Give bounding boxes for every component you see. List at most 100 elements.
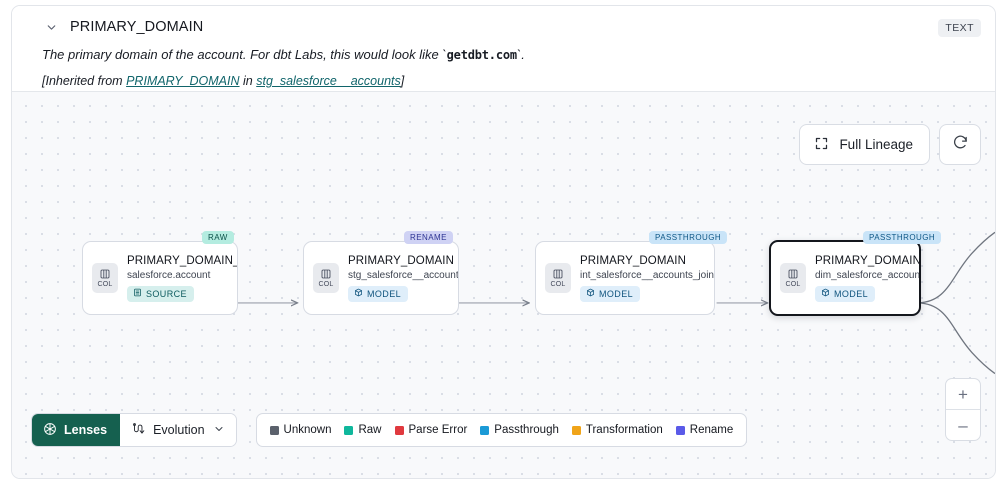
legend-item: Passthrough xyxy=(480,424,559,436)
column-icon-label: COL xyxy=(785,281,801,288)
column-icon: COL xyxy=(313,263,339,293)
full-lineage-button[interactable]: Full Lineage xyxy=(799,124,930,165)
node-kind-label: MODEL xyxy=(599,288,634,299)
lineage-node[interactable]: PASSTHROUGH COL PRIMARY_DOMAIN int_sales… xyxy=(535,231,728,315)
zoom-out-button[interactable]: – xyxy=(958,415,968,435)
evolution-icon xyxy=(131,422,145,439)
legend-swatch xyxy=(571,425,581,435)
node-subtitle: stg_salesforce__accounts xyxy=(348,269,458,281)
lineage-legend: Unknown Raw Parse Error Passthrough xyxy=(255,413,748,447)
header-divider xyxy=(12,91,995,92)
node-title: PRIMARY_DOMAIN xyxy=(815,254,919,267)
node-text: PRIMARY_DOMAIN dim_salesforce_accounts M… xyxy=(806,255,919,302)
refresh-button[interactable] xyxy=(939,124,981,165)
card-header: PRIMARY_DOMAIN TEXT The primary domain o… xyxy=(12,6,995,92)
legend-label: Transformation xyxy=(585,424,663,436)
node-content: COL PRIMARY_DOMAIN stg_salesforce__accou… xyxy=(304,242,458,314)
legend-label: Unknown xyxy=(283,424,332,436)
inherited-model-link[interactable]: stg_salesforce__accounts xyxy=(256,74,401,88)
inherited-mid: in xyxy=(239,74,257,88)
node-text: PRIMARY_DOMAIN stg_salesforce__accounts … xyxy=(339,255,458,302)
column-icon: COL xyxy=(92,263,118,293)
node-tag: PASSTHROUGH xyxy=(863,231,942,244)
lineage-node-selected[interactable]: PASSTHROUGH COL PRIMARY_DOMAIN dim_sales… xyxy=(769,231,942,316)
lenses-label: Lenses xyxy=(64,423,108,437)
legend-item: Raw xyxy=(344,424,382,436)
legend-swatch xyxy=(675,425,685,435)
canvas-bottom-bar: Lenses Evolution U xyxy=(31,413,748,447)
page-title: PRIMARY_DOMAIN xyxy=(70,19,204,35)
edge-4-down xyxy=(918,302,995,375)
legend-label: Parse Error xyxy=(408,424,468,436)
inherited-suffix: ] xyxy=(400,74,405,88)
legend-swatch xyxy=(480,425,490,435)
node-title: PRIMARY_DOMAIN xyxy=(580,254,686,267)
node-tag: RENAME xyxy=(404,231,453,244)
description-code: getdbt.com xyxy=(446,48,517,62)
cube-icon xyxy=(586,288,595,299)
node-subtitle: salesforce.account xyxy=(127,269,211,281)
legend-label: Passthrough xyxy=(494,424,559,436)
node-tag: RAW xyxy=(202,231,234,244)
lenses-button[interactable]: Lenses xyxy=(32,414,121,446)
legend-label: Rename xyxy=(689,424,734,436)
legend-item: Transformation xyxy=(571,424,663,436)
zoom-in-button[interactable]: + xyxy=(946,379,980,410)
node-kind-label: MODEL xyxy=(367,288,402,299)
node-content: COL PRIMARY_DOMAIN int_salesforce__accou… xyxy=(536,242,714,314)
node-title: PRIMARY_DOMAIN xyxy=(348,254,454,267)
type-badge: TEXT xyxy=(938,19,981,37)
evolution-dropdown[interactable]: Evolution xyxy=(120,414,236,446)
column-icon: COL xyxy=(545,263,571,293)
chevron-down-icon[interactable] xyxy=(42,18,60,36)
node-kind-badge: MODEL xyxy=(815,285,876,302)
legend-swatch xyxy=(344,425,354,435)
legend-swatch xyxy=(269,425,279,435)
column-icon: COL xyxy=(780,263,806,293)
description-text-suffix: `. xyxy=(516,47,525,62)
node-text: PRIMARY_DOMAIN__C salesforce.account SOU… xyxy=(118,255,237,302)
refresh-icon xyxy=(952,134,969,156)
node-kind-label: SOURCE xyxy=(146,288,187,299)
description-text: The primary domain of the account. For d… xyxy=(42,47,447,62)
legend-item: Parse Error xyxy=(394,424,468,436)
node-kind-badge: MODEL xyxy=(580,285,641,302)
column-detail-card: PRIMARY_DOMAIN TEXT The primary domain o… xyxy=(11,5,996,479)
node-title: PRIMARY_DOMAIN__C xyxy=(127,254,237,267)
expand-icon xyxy=(814,136,829,154)
canvas-top-controls: Full Lineage xyxy=(799,124,981,165)
lenses-evolution-group: Lenses Evolution xyxy=(31,413,237,447)
node-content: COL PRIMARY_DOMAIN__C salesforce.account… xyxy=(83,242,237,314)
aperture-icon xyxy=(43,422,57,439)
evolution-label: Evolution xyxy=(153,423,205,437)
inherited-column-link[interactable]: PRIMARY_DOMAIN xyxy=(126,74,240,88)
header-title-row: PRIMARY_DOMAIN xyxy=(42,18,203,36)
legend-label: Raw xyxy=(358,424,382,436)
node-kind-badge: MODEL xyxy=(348,285,409,302)
column-icon-label: COL xyxy=(318,281,334,288)
full-lineage-label: Full Lineage xyxy=(839,137,913,152)
node-text: PRIMARY_DOMAIN int_salesforce__accounts_… xyxy=(571,255,714,302)
column-icon-label: COL xyxy=(97,281,113,288)
lineage-node[interactable]: RENAME COL PRIMARY_DOMAIN stg_salesforce… xyxy=(303,231,459,315)
inherited-prefix: [Inherited from xyxy=(42,74,127,88)
node-kind-label: MODEL xyxy=(834,288,869,299)
inherited-from-note: [Inherited from PRIMARY_DOMAIN in stg_sa… xyxy=(42,74,404,88)
node-kind-badge: SOURCE xyxy=(127,285,194,302)
legend-item: Unknown xyxy=(269,424,332,436)
column-icon-label: COL xyxy=(550,281,566,288)
lineage-node[interactable]: RAW COL PRIMARY_DOMAIN__C salesforce.acc… xyxy=(82,231,238,315)
database-icon xyxy=(133,288,142,299)
column-description: The primary domain of the account. For d… xyxy=(42,47,525,62)
node-subtitle: dim_salesforce_accounts xyxy=(815,269,919,281)
node-subtitle: int_salesforce__accounts_joined xyxy=(580,269,714,281)
legend-swatch xyxy=(394,425,404,435)
chevron-down-icon xyxy=(213,423,225,438)
node-content: COL PRIMARY_DOMAIN dim_salesforce_accoun… xyxy=(771,242,919,314)
node-tag: PASSTHROUGH xyxy=(649,231,728,244)
cube-icon xyxy=(354,288,363,299)
zoom-controls: + – xyxy=(945,378,981,441)
legend-item: Rename xyxy=(675,424,734,436)
lineage-canvas[interactable]: Full Lineage + – RAW xyxy=(12,92,995,478)
cube-icon xyxy=(821,288,830,299)
